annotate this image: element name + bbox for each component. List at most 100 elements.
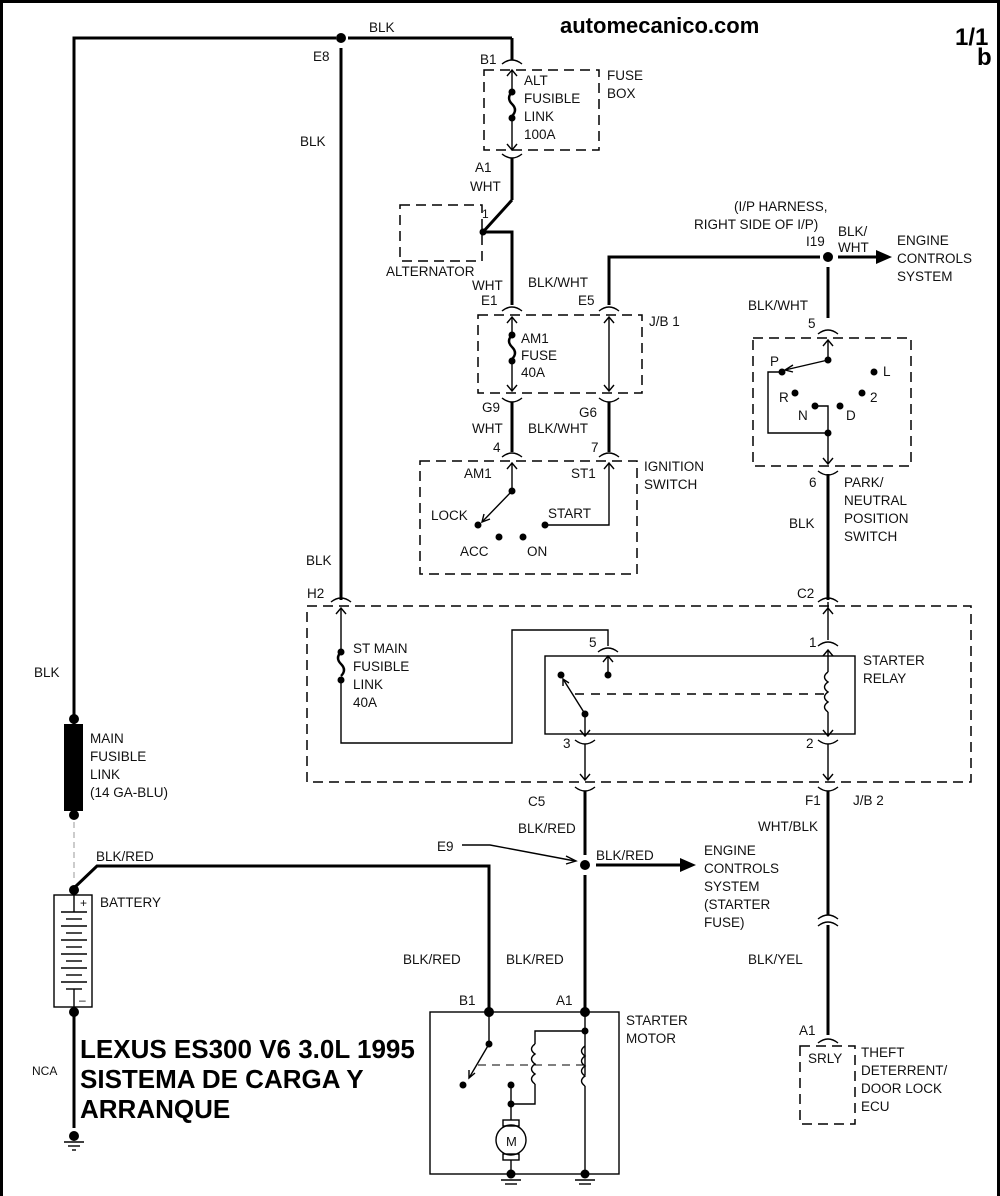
fuse-box [483,59,600,200]
alternator-label: ALTERNATOR [386,264,475,279]
starter-relay [544,655,856,735]
ignition-pin-label: AM1 [464,466,492,481]
connector-label: 7 [591,440,599,455]
connector-label: C2 [797,586,814,601]
connector-label: A1 [799,1023,816,1038]
wire-label: BLK/WHT [528,275,588,290]
connector-label: B1 [480,52,497,67]
fusible-link-label: ALT [524,73,548,88]
theft-ecu-label: DOOR LOCK [861,1081,942,1096]
st-main-fusible-label: FUSIBLE [353,659,409,674]
battery-negative: – [79,993,86,1007]
wire-blkwht-i19 [607,250,892,318]
connector-label: 5 [808,316,816,331]
wire-c5 [462,791,696,1010]
wire-label: WHT [470,179,501,194]
ignition-switch-label: IGNITION [644,459,704,474]
diagram-title: SISTEMA DE CARGA Y [80,1064,364,1094]
main-fusible-link [64,714,83,880]
fusible-link-label: FUSIBLE [524,91,580,106]
wire-blk-main [72,33,514,725]
pnp-switch-label: SWITCH [844,529,897,544]
fusible-link-rating: 100A [524,127,556,142]
junction-block-1-label: J/B 1 [649,314,680,329]
main-fusible-label: (14 GA-BLU) [90,785,168,800]
engine-controls-label: ENGINE [704,843,756,858]
motor-icon [495,1124,527,1156]
wire-label: BLK [34,665,60,680]
gear-position: D [846,408,856,423]
ground-icon [64,1131,84,1151]
connector-label: 4 [493,440,501,455]
wire-label: BLK [369,20,395,35]
connector-label: H2 [307,586,324,601]
am1-fuse-label: FUSE [521,348,557,363]
splice-e8 [336,33,346,43]
fuse-box-label: FUSE [607,68,643,83]
connector-label: E1 [481,293,498,308]
ignition-position: ON [527,544,547,559]
connector-label: E5 [578,293,595,308]
engine-controls-label: CONTROLS [897,251,972,266]
wire-label: BLK/RED [506,952,564,967]
starter-relay-label: RELAY [863,671,906,686]
connector-label: E8 [313,49,330,64]
ignition-switch-label: SWITCH [644,477,697,492]
fuse-box-label: BOX [607,86,636,101]
wire-label: BLK/WHT [528,421,588,436]
wire-label: BLK/RED [403,952,461,967]
wire-label: WHT/BLK [758,819,818,834]
ignition-switch [419,452,638,575]
wire-label: BLK/ [838,224,868,239]
wire-label: BLK/RED [96,849,154,864]
pnp-switch-label: NEUTRAL [844,493,908,508]
ignition-position: ACC [460,544,489,559]
brand-watermark: automecanico.com [560,13,759,38]
relay-pin: 3 [563,736,571,751]
gear-position: N [798,408,808,423]
connector-label: F1 [805,793,821,808]
st-main-fusible-label: LINK [353,677,383,692]
engine-controls-label: FUSE) [704,915,745,930]
main-fusible-label: MAIN [90,731,124,746]
motor-label: M [506,1134,517,1149]
wire-label: BLK [306,553,332,568]
gear-position: L [883,364,891,379]
am1-fuse-rating: 40A [521,365,545,380]
ignition-position: LOCK [431,508,468,523]
pnp-switch-label: POSITION [844,511,909,526]
diagram-title: LEXUS ES300 V6 3.0L 1995 [80,1034,415,1064]
alternator [399,198,514,305]
connector-label: A1 [556,993,573,1008]
relay-pin: 1 [809,635,817,650]
starter-motor-label: MOTOR [626,1031,676,1046]
harness-note: (I/P HARNESS, [734,199,828,214]
page-number: 1/1 [955,24,988,51]
wire-label: BLK [789,516,815,531]
starter-relay-label: STARTER [863,653,925,668]
arrow-icon [876,250,892,264]
gear-position: R [779,390,789,405]
connector-label: E9 [437,839,454,854]
connector-label: C5 [528,794,545,809]
wire-label: BLK/RED [596,848,654,863]
ground-label: NCA [32,1064,57,1078]
battery-label: BATTERY [100,895,161,910]
relay-pin: 5 [589,635,597,650]
junction-block-2 [306,597,972,792]
pnp-switch-label: PARK/ [844,475,884,490]
main-fusible-label: FUSIBLE [90,749,146,764]
wire-label: BLK/WHT [748,298,808,313]
engine-controls-label: (STARTER [704,897,771,912]
main-fusible-label: LINK [90,767,120,782]
connector-label: A1 [475,160,492,175]
gear-position: P [770,354,779,369]
wire-label: WHT [472,278,503,293]
ignition-pin-label: ST1 [571,466,596,481]
engine-controls-label: CONTROLS [704,861,779,876]
connector-label: 6 [809,475,817,490]
wire-label: BLK [300,134,326,149]
fusible-link-label: LINK [524,109,554,124]
junction-block-1 [477,306,643,452]
